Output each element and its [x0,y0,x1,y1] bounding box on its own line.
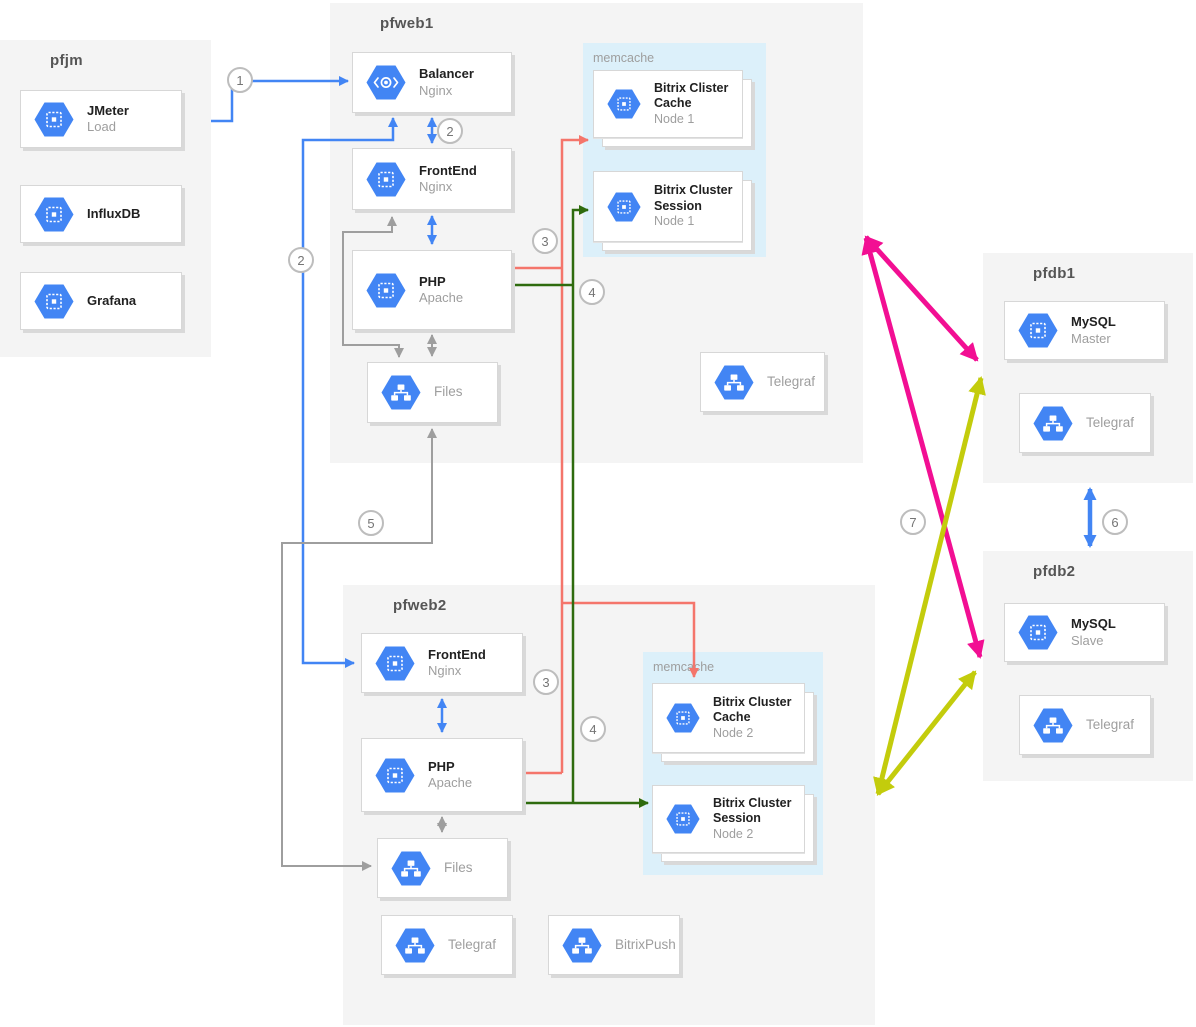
node-files-pfweb1: Files [367,362,498,423]
compute-engine-icon [34,284,74,318]
compute-engine-icon [366,162,406,196]
group-title-pfweb2: pfweb2 [393,597,447,614]
node-grafana: Grafana [20,272,182,330]
memcache-label-1: memcache [593,51,655,65]
step-badge-4-pfweb2: 4 [580,716,606,742]
node-title: Bitrix Cluster Session [654,183,733,213]
node-title: FrontEnd [428,646,486,662]
node-title: Grafana [87,292,137,308]
node-subtitle: Node 2 [713,826,754,841]
node-subtitle: Apache [419,290,464,305]
node-title: Telegraf [1086,716,1135,732]
node-title: MySQL [1071,616,1116,632]
sitemap-icon [562,928,602,962]
memcache-label-2: memcache [653,660,715,674]
node-telegraf-pfdb2: Telegraf [1019,695,1151,755]
node-title: Bitrix Clister Cache [654,80,729,111]
node-subtitle: Nginx [428,663,462,678]
compute-engine-icon [1018,313,1058,348]
compute-engine-icon [607,192,641,221]
compute-engine-icon [34,102,74,136]
step-badge-4-pfweb1: 4 [579,279,605,305]
node-title: JMeter [87,102,129,118]
node-telegraf-pfweb2: Telegraf [381,915,513,975]
node-telegraf-pfweb1: Telegraf [700,352,825,412]
compute-engine-icon [34,197,74,231]
node-title: Bitrix Cluster Session [713,795,792,826]
node-title: Telegraf [767,373,816,389]
node-subtitle: Master [1071,330,1111,346]
step-badge-2-pfweb2: 2 [288,247,314,273]
node-files-pfweb2: Files [377,838,508,898]
node-title: BitrixPush [615,936,676,952]
compute-engine-icon [366,273,406,307]
compute-engine-icon [375,646,415,680]
node-title: Telegraf [1086,414,1135,430]
group-title-pfweb1: pfweb1 [380,15,434,32]
sitemap-icon [1033,708,1073,742]
node-subtitle: Slave [1071,632,1104,648]
step-badge-1: 1 [227,67,253,93]
group-title-pfdb2: pfdb2 [1033,563,1076,580]
compute-engine-icon [666,804,700,834]
compute-engine-icon [607,89,641,119]
step-badge-6: 6 [1102,509,1128,535]
load-balancer-icon [366,65,406,100]
node-bitrixpush: BitrixPush [548,915,680,975]
node-title: InfluxDB [87,205,141,221]
sitemap-icon [381,375,421,410]
sitemap-icon [391,851,431,885]
node-title: Files [434,384,463,400]
node-subtitle: Load [87,119,116,134]
group-title-pfdb1: pfdb1 [1033,265,1076,282]
node-subtitle: Node 2 [713,725,754,740]
sitemap-icon [395,928,435,962]
node-title: MySQL [1071,314,1116,330]
yellow-wires [873,376,986,796]
sitemap-icon [714,365,754,399]
node-title: FrontEnd [419,162,477,178]
group-title-pfjm: pfjm [50,52,83,69]
node-influxdb: InfluxDB [20,185,182,243]
node-subtitle: Apache [428,775,473,790]
step-badge-7: 7 [900,509,926,535]
sitemap-icon [1033,406,1073,440]
node-title: Telegraf [448,936,497,952]
step-badge-3-pfweb2: 3 [533,669,559,695]
node-title: Bitrix Cluster Cache [713,694,792,725]
node-subtitle: Nginx [419,179,453,194]
step-badge-3-pfweb1: 3 [532,228,558,254]
node-subtitle: Nginx [419,82,453,98]
node-subtitle: Node 1 [654,111,695,126]
step-badge-2-pfweb1: 2 [437,118,463,144]
step-badge-5: 5 [358,510,384,536]
compute-engine-icon [666,703,700,733]
node-title: PHP [428,758,455,774]
node-title: PHP [419,273,446,289]
compute-engine-icon [375,758,415,792]
node-title: Balancer [419,66,474,82]
magenta-wires [861,235,985,659]
node-telegraf-pfdb1: Telegraf [1019,393,1151,453]
node-subtitle: Node 1 [654,214,695,229]
compute-engine-icon [1018,615,1058,650]
node-title: Files [444,859,473,875]
